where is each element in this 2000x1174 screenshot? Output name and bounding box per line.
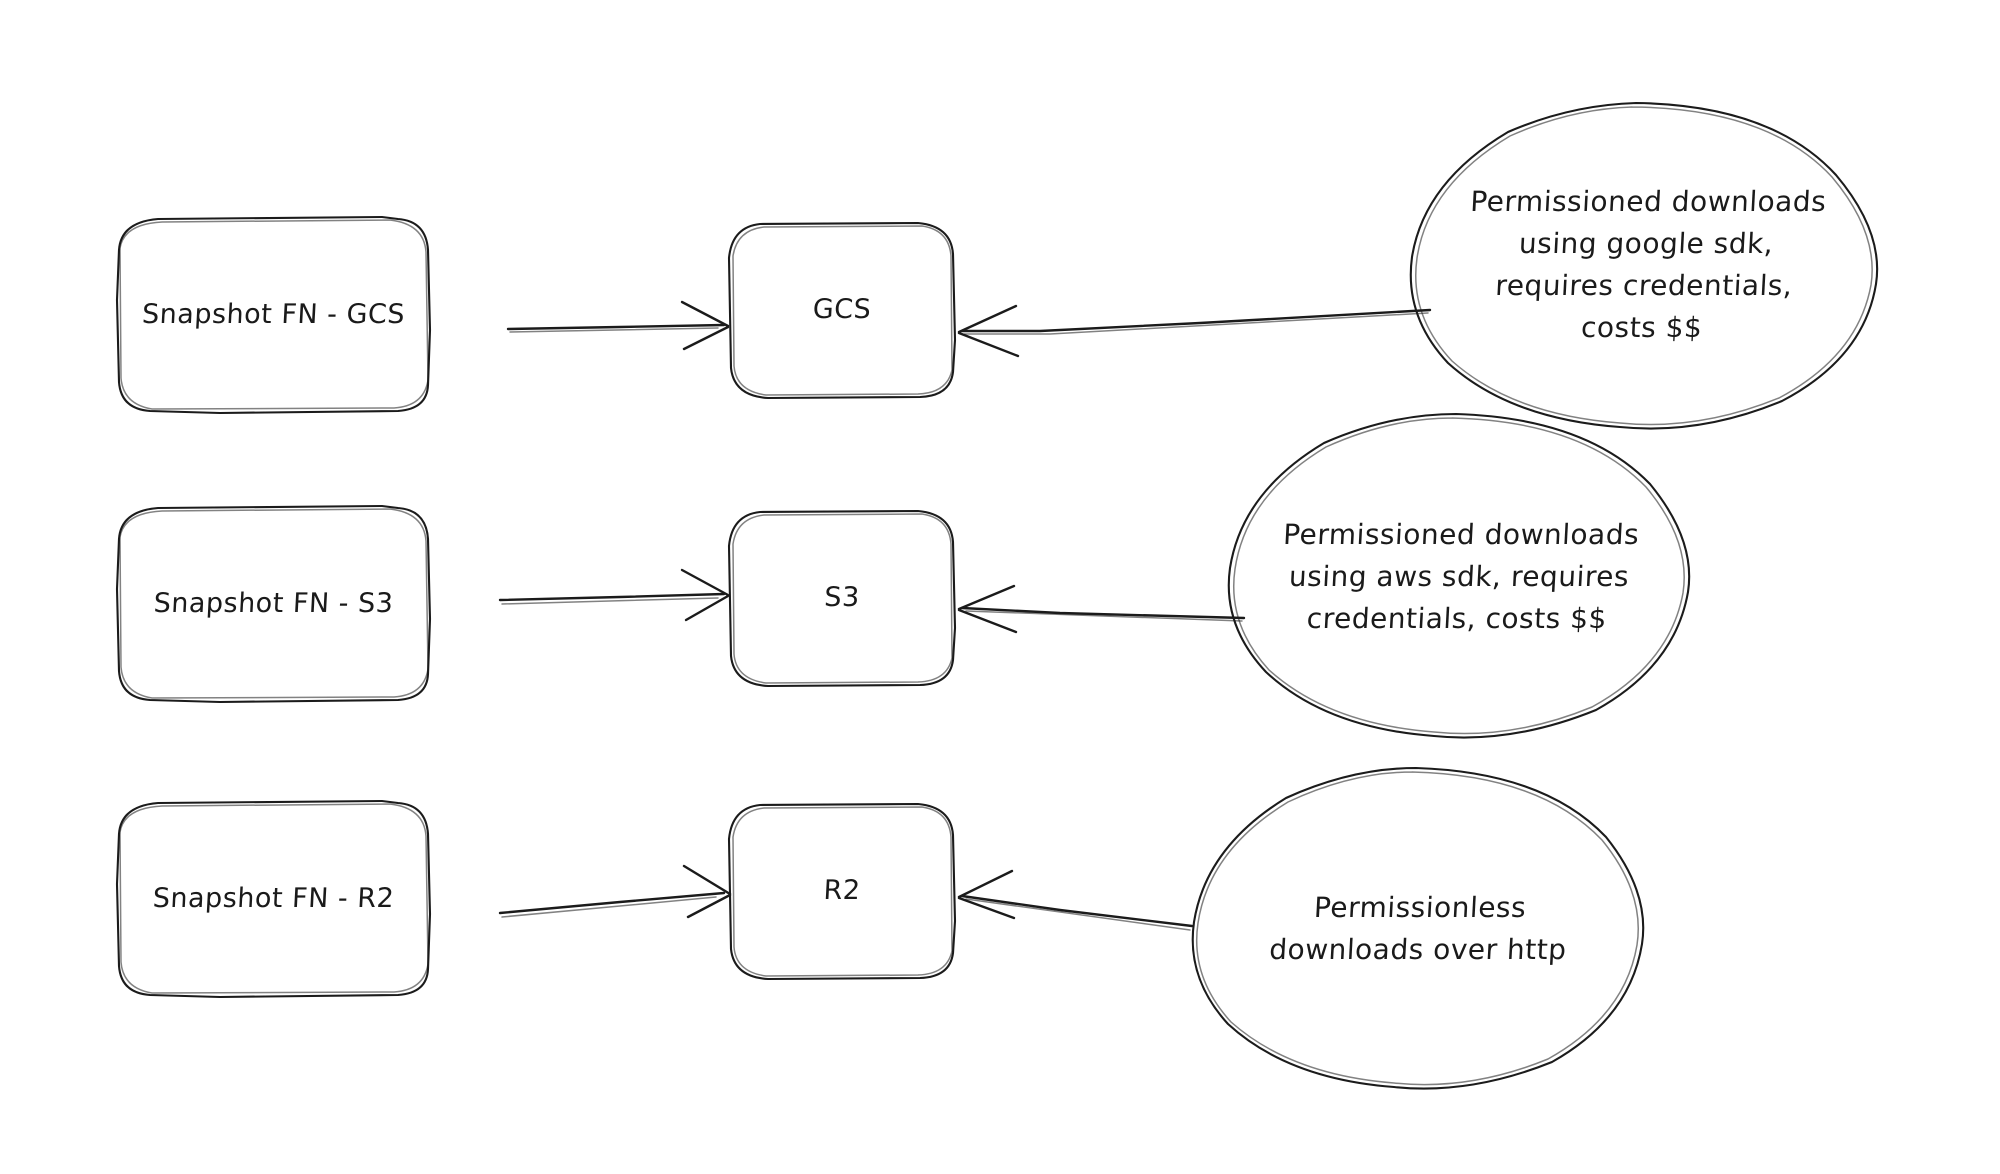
edge-note-to-s3	[957, 584, 1246, 634]
node-s3[interactable]	[727, 509, 957, 688]
node-snapshot-fn-r2[interactable]	[115, 799, 432, 999]
note-gcs-permissioned[interactable]	[1409, 101, 1879, 430]
note-r2-permissionless[interactable]	[1191, 766, 1645, 1090]
edge-note-to-r2	[957, 869, 1194, 931]
edge-snapshot-gcs-to-gcs	[506, 300, 730, 351]
node-r2[interactable]	[727, 802, 957, 981]
node-snapshot-fn-gcs[interactable]	[115, 215, 432, 415]
node-snapshot-fn-s3[interactable]	[115, 504, 432, 704]
node-gcs[interactable]	[727, 221, 957, 400]
edge-snapshot-s3-to-s3	[498, 568, 730, 622]
edge-note-to-gcs	[957, 304, 1432, 358]
note-s3-permissioned[interactable]	[1227, 412, 1691, 739]
edge-snapshot-r2-to-r2	[498, 864, 732, 919]
